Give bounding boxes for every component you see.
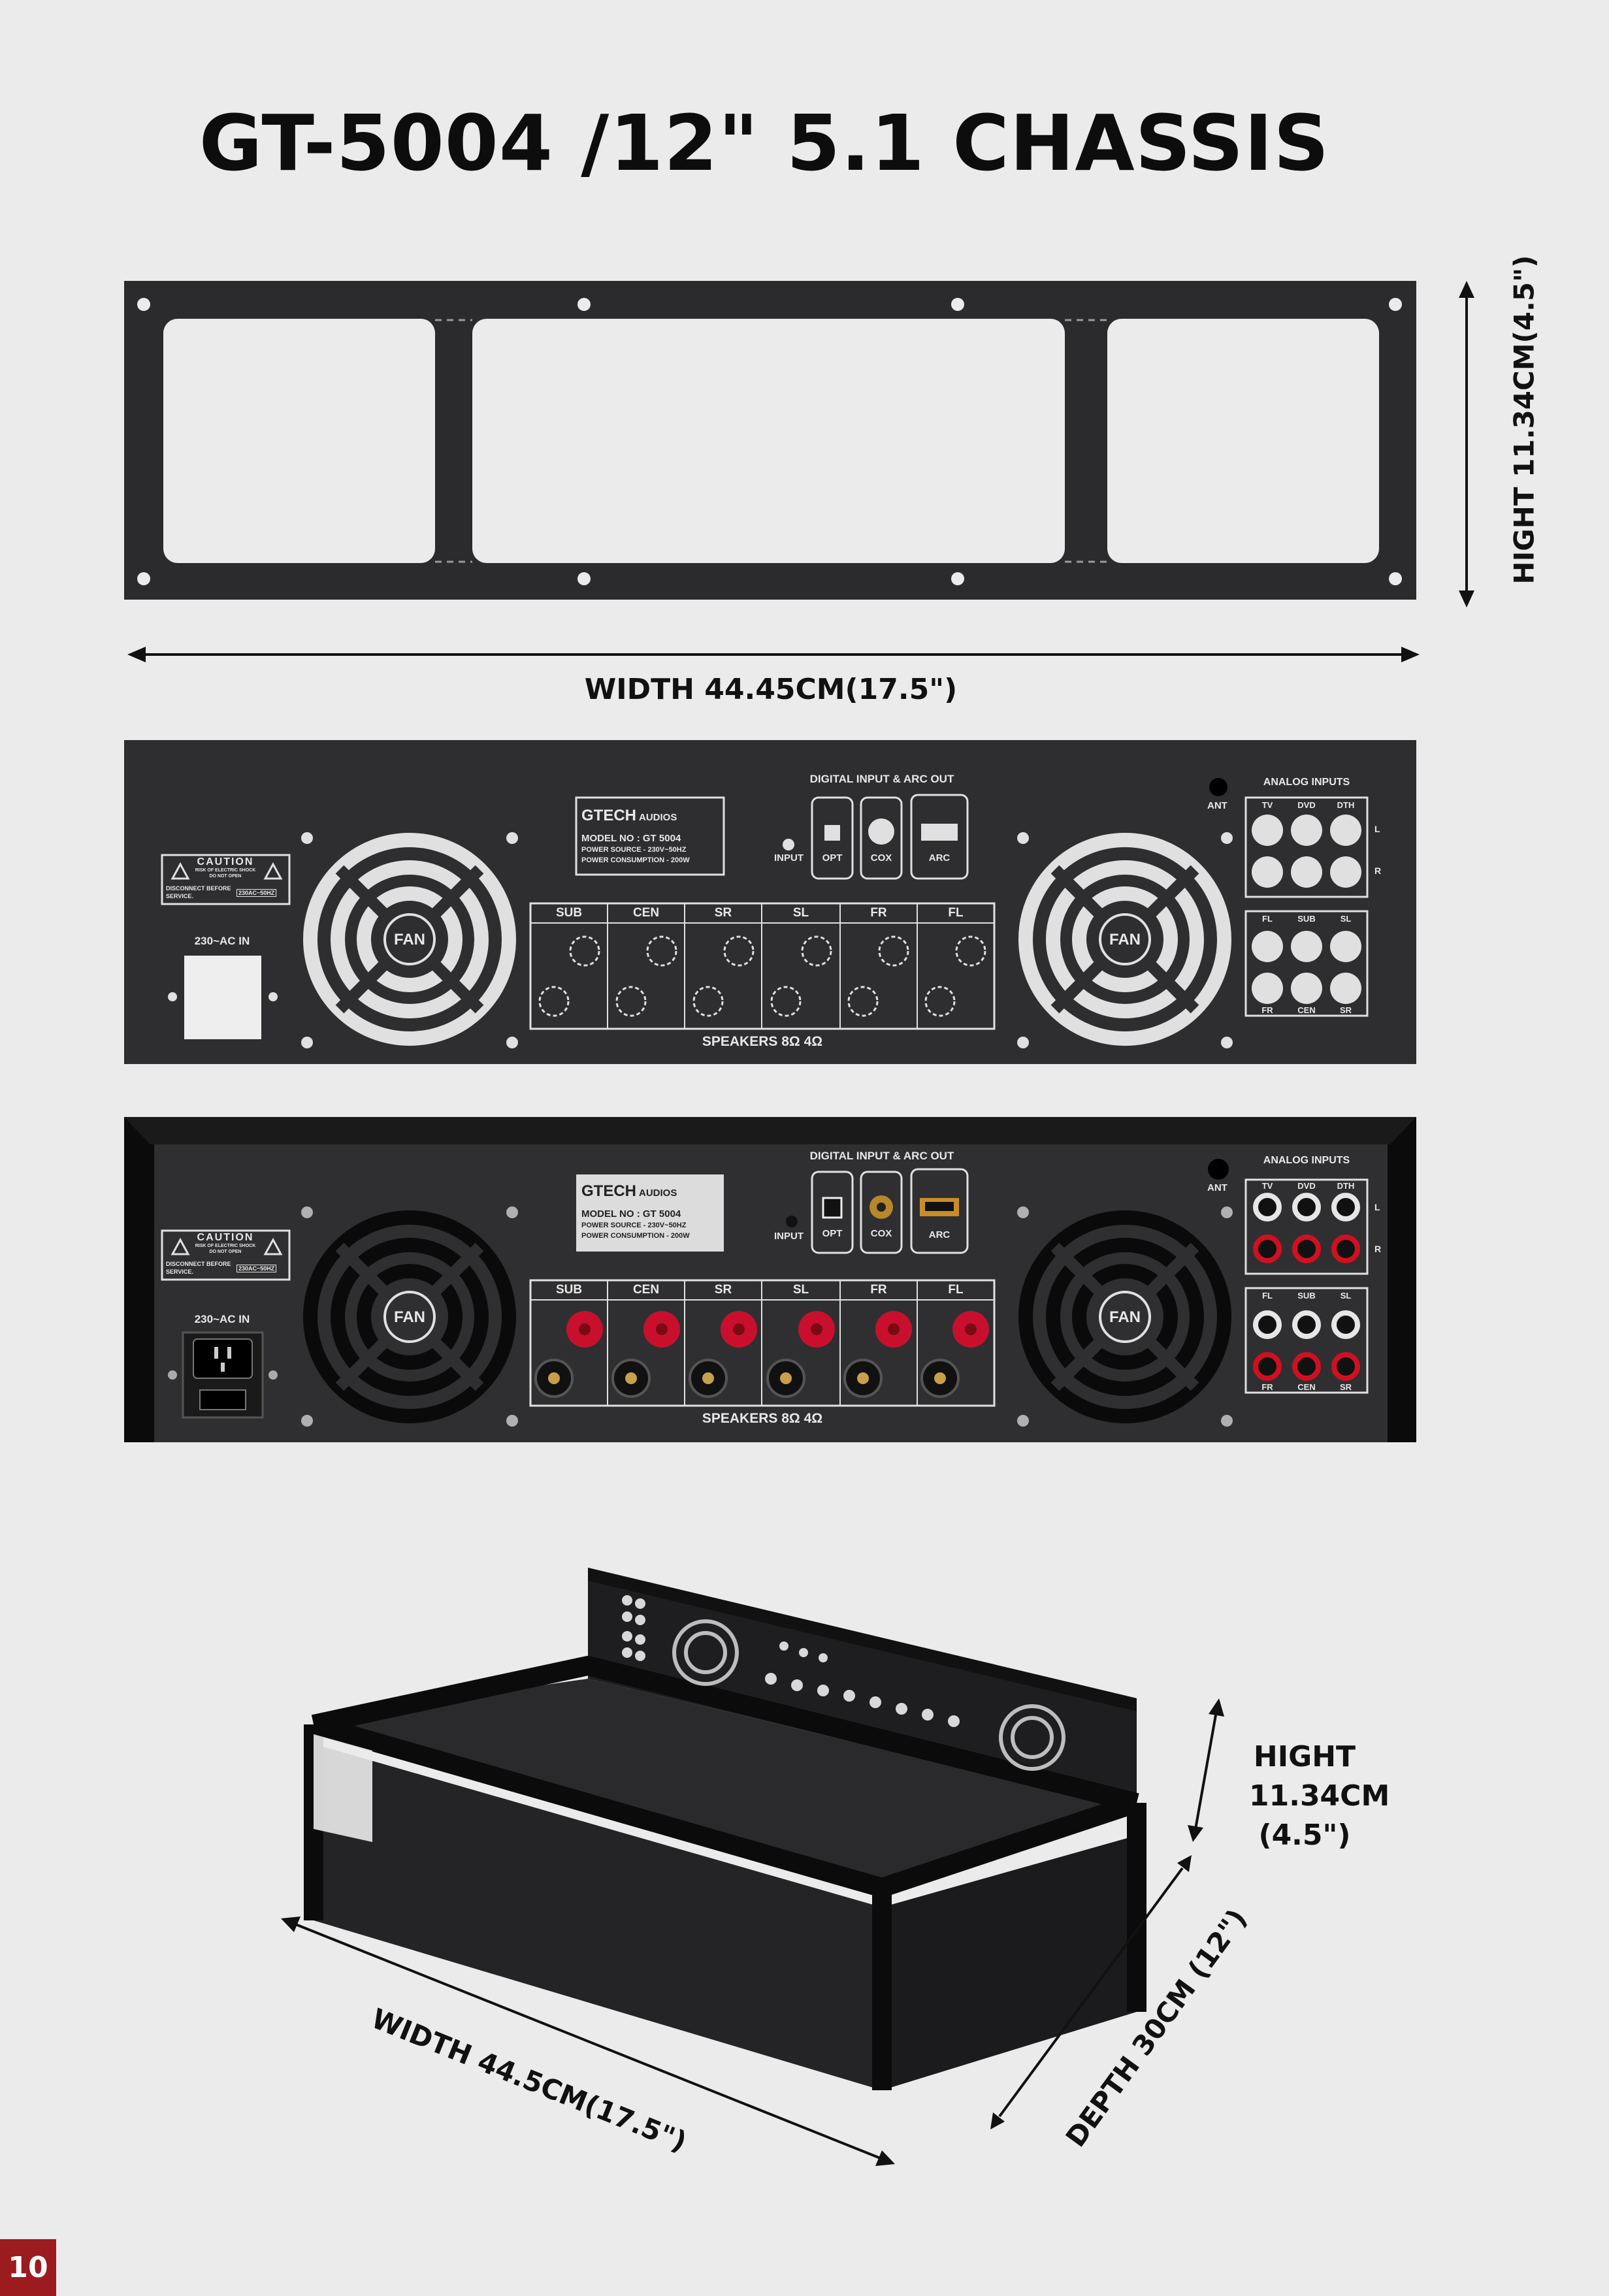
page-title: GT-5004 /12" 5.1 CHASSIS bbox=[199, 98, 1330, 188]
analog-header: ANALOG INPUTS bbox=[1263, 777, 1350, 788]
chassis-dimension-arrows bbox=[281, 1698, 1224, 2166]
analog-label-r-2: R bbox=[1374, 1244, 1382, 1254]
model-label: MODEL NO : GT 5004 bbox=[581, 833, 681, 844]
voltage-tag: 230AC~50HZ bbox=[236, 889, 277, 897]
caution-sub1-2: RISK OF ELECTRIC SHOCK bbox=[195, 1244, 256, 1248]
service-label: SERVICE. bbox=[166, 893, 193, 899]
chassis-3d-drawing bbox=[304, 1568, 1146, 2090]
analog-label-fl-2: FL bbox=[1262, 1291, 1273, 1301]
box-height-line-2: 11.34CM bbox=[1249, 1779, 1390, 1813]
speaker-label-fl-2: FL bbox=[948, 1283, 964, 1297]
caution-sub2: DO NOT OPEN bbox=[209, 874, 242, 879]
fan-label-right-2: FAN bbox=[1109, 1308, 1141, 1326]
speaker-label-sub-2: SUB bbox=[555, 1283, 583, 1297]
port-arc-2: ARC bbox=[928, 1229, 951, 1240]
analog-label-dvd: DVD bbox=[1297, 800, 1316, 810]
ant-label-2: ANT bbox=[1207, 1182, 1227, 1193]
input-label-2: INPUT bbox=[774, 1231, 804, 1242]
analog-label-sub: SUB bbox=[1297, 914, 1316, 924]
analog-label-dth-2: DTH bbox=[1337, 1181, 1355, 1191]
caution-label-2: CAUTION bbox=[197, 1232, 254, 1243]
analog-label-sub-2: SUB bbox=[1297, 1291, 1316, 1301]
speaker-label-cen-2: CEN bbox=[632, 1283, 660, 1297]
analog-label-sl-2: SL bbox=[1340, 1291, 1352, 1301]
disconnect-label-2: DISCONNECT BEFORE bbox=[166, 1261, 231, 1267]
front-width-label: WIDTH 44.45CM(17.5") bbox=[584, 673, 958, 706]
analog-label-dth: DTH bbox=[1337, 800, 1355, 810]
analog-label-fl: FL bbox=[1262, 914, 1273, 924]
speaker-label-sr: SR bbox=[714, 906, 732, 920]
power-consumption: POWER CONSUMPTION - 200W bbox=[581, 856, 690, 864]
analog-label-l: L bbox=[1374, 824, 1380, 834]
voltage-tag-2: 230AC~50HZ bbox=[236, 1265, 277, 1272]
analog-label-r: R bbox=[1374, 865, 1382, 876]
digital-header-2: DIGITAL INPUT & ARC OUT bbox=[809, 1150, 954, 1162]
ant-label: ANT bbox=[1207, 800, 1227, 811]
analog-label-fr: FR bbox=[1261, 1005, 1273, 1015]
power-consumption-2: POWER CONSUMPTION - 200W bbox=[581, 1232, 690, 1240]
analog-label-sr-2: SR bbox=[1339, 1382, 1352, 1392]
caution-sub2-2: DO NOT OPEN bbox=[209, 1250, 242, 1254]
front-faceplate-drawing bbox=[124, 281, 1416, 600]
speaker-label-sl-2: SL bbox=[792, 1283, 809, 1297]
analog-label-dvd-2: DVD bbox=[1297, 1181, 1316, 1191]
front-height-label: HIGHT 11.34CM(4.5") bbox=[1508, 255, 1540, 585]
analog-label-cen: CEN bbox=[1297, 1005, 1316, 1015]
caution-label: CAUTION bbox=[197, 856, 254, 867]
analog-label-tv: TV bbox=[1261, 800, 1273, 810]
service-label-2: SERVICE. bbox=[166, 1269, 193, 1275]
fan-label-left-2: FAN bbox=[394, 1308, 425, 1326]
height-dimension-arrow bbox=[1459, 281, 1474, 607]
analog-label-sr: SR bbox=[1339, 1005, 1352, 1015]
page-number: 10 bbox=[0, 2239, 56, 2296]
box-height-line-3: (4.5") bbox=[1258, 1819, 1351, 1852]
port-opt: OPT bbox=[822, 852, 843, 864]
fan-label-left: FAN bbox=[394, 931, 425, 948]
fan-label-right: FAN bbox=[1109, 931, 1141, 948]
speaker-label-sub: SUB bbox=[555, 906, 583, 920]
analog-label-sl: SL bbox=[1340, 914, 1352, 924]
port-cox: COX bbox=[870, 852, 892, 864]
input-label: INPUT bbox=[774, 852, 804, 864]
width-dimension-arrow bbox=[127, 647, 1420, 662]
speaker-label-cen: CEN bbox=[632, 906, 660, 920]
analog-header-2: ANALOG INPUTS bbox=[1263, 1155, 1350, 1166]
box-height-line-1: HIGHT bbox=[1253, 1740, 1356, 1773]
power-source-2: POWER SOURCE - 230V~50HZ bbox=[581, 1221, 687, 1229]
port-opt-2: OPT bbox=[822, 1228, 843, 1239]
port-arc: ARC bbox=[928, 852, 951, 864]
analog-label-fr-2: FR bbox=[1261, 1382, 1273, 1392]
disconnect-label: DISCONNECT BEFORE bbox=[166, 885, 231, 892]
speaker-label-sr-2: SR bbox=[714, 1283, 732, 1297]
analog-label-l-2: L bbox=[1374, 1202, 1380, 1212]
caution-sub1: RISK OF ELECTRIC SHOCK bbox=[195, 868, 256, 873]
speaker-label-sl: SL bbox=[792, 906, 809, 920]
analog-label-tv-2: TV bbox=[1261, 1181, 1273, 1191]
speakers-label: SPEAKERS 8Ω 4Ω bbox=[702, 1034, 823, 1049]
speaker-label-fl: FL bbox=[948, 906, 964, 920]
ac-in-label: 230~AC IN bbox=[194, 935, 250, 947]
power-source: POWER SOURCE - 230V~50HZ bbox=[581, 846, 687, 854]
ac-in-label-2: 230~AC IN bbox=[194, 1313, 250, 1325]
analog-label-cen-2: CEN bbox=[1297, 1382, 1316, 1392]
digital-header: DIGITAL INPUT & ARC OUT bbox=[809, 773, 954, 785]
speakers-label-2: SPEAKERS 8Ω 4Ω bbox=[702, 1411, 823, 1426]
model-label-2: MODEL NO : GT 5004 bbox=[581, 1208, 681, 1220]
speaker-label-fr: FR bbox=[870, 906, 887, 920]
port-cox-2: COX bbox=[870, 1228, 892, 1239]
speaker-label-fr-2: FR bbox=[870, 1283, 887, 1297]
box-height-label: HIGHT 11.34CM (4.5") bbox=[1249, 1738, 1390, 1855]
